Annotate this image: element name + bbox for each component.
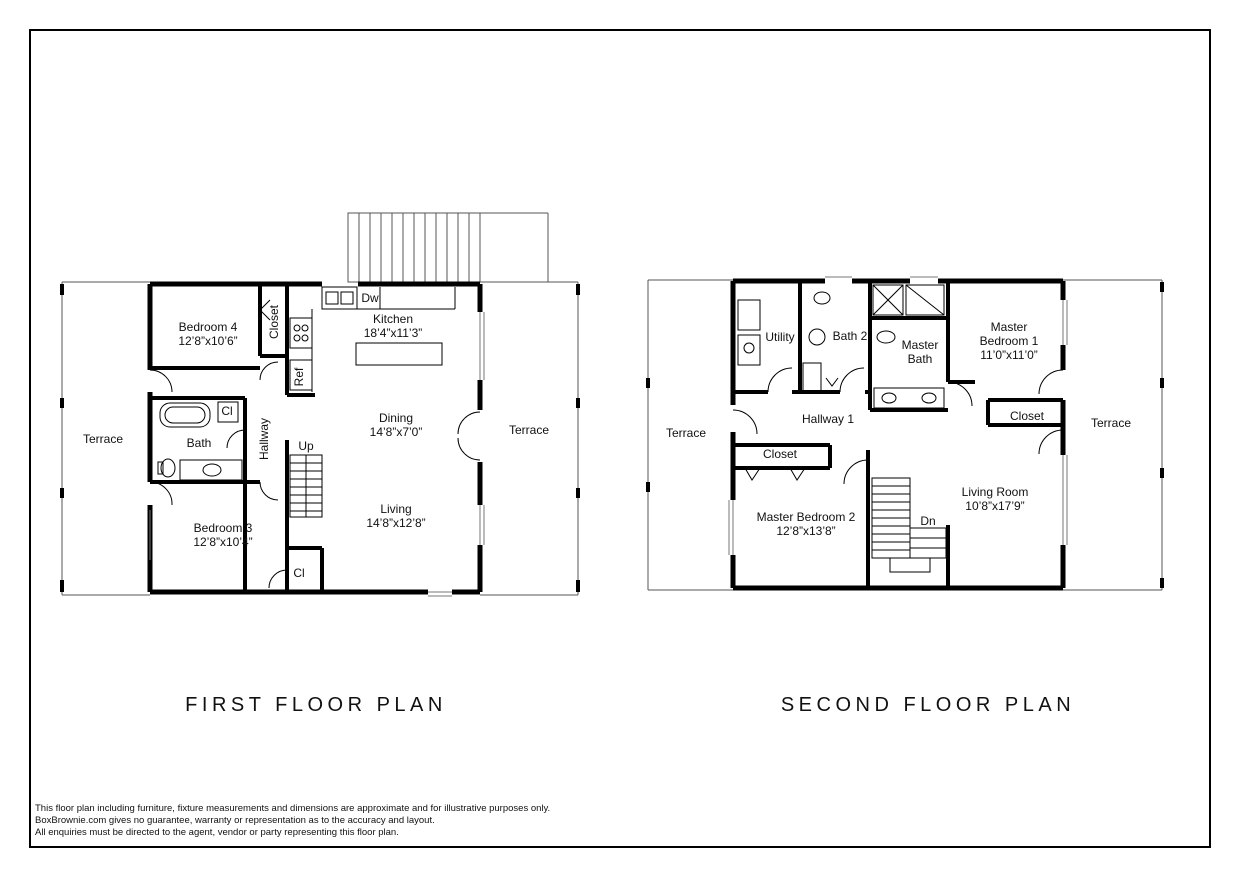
living-label: Living 14’8”x12’8” <box>366 502 425 530</box>
dining-label: Dining 14’8”x7’0” <box>370 411 423 439</box>
second-floor-terrace-right-label: Terrace <box>1090 416 1132 430</box>
living-size: 14’8”x12’8” <box>366 516 426 530</box>
bottom-closet-label: Cl <box>293 566 305 580</box>
disclaimer: This floor plan including furniture, fix… <box>35 803 550 839</box>
disclaimer-line-2: BoxBrownie.com gives no guarantee, warra… <box>35 815 435 826</box>
second-floor-plan-title: SECOND FLOOR PLAN <box>780 694 1076 716</box>
first-floor-kitchen <box>289 286 456 392</box>
second-floor-interior-walls <box>733 281 1063 588</box>
second-floor-plan <box>646 276 1164 591</box>
living-room-size: 10’8”x17’9” <box>965 499 1025 513</box>
bedroom-4-label: Bedroom 4 12’8”x10’6” <box>178 320 237 348</box>
bedroom-4-name: Bedroom 4 <box>178 320 238 334</box>
second-floor-closet-left-label: Closet <box>762 447 798 461</box>
bedroom-3-size: 12’8”x10’4” <box>193 535 253 549</box>
master-bedroom-2-label: Master Bedroom 2 12’8”x13’8” <box>757 510 856 538</box>
first-floor-windows <box>149 312 485 597</box>
master-bath-line-2: Bath <box>907 352 933 366</box>
second-floor-windows <box>728 276 1068 555</box>
master-bedroom-1-size: 11’0”x11’0” <box>980 348 1038 362</box>
page-border <box>29 29 1211 848</box>
master-bedroom-1-label: Master Bedroom 1 11’0”x11’0” <box>980 320 1039 362</box>
dining-size: 14’8”x7’0” <box>369 425 423 439</box>
living-name: Living <box>380 502 412 516</box>
first-floor-terrace-left-label: Terrace <box>82 432 124 446</box>
second-floor-fixtures <box>737 284 945 409</box>
bedroom-3-label: Bedroom 3 12’8”x10’4” <box>193 521 252 549</box>
first-floor-terraces <box>61 212 579 596</box>
first-floor-indoor-stairs <box>289 454 323 518</box>
second-floor-posts <box>646 282 1164 588</box>
first-floor-exterior-walls <box>147 281 483 595</box>
first-floor-posts <box>60 284 580 592</box>
master-bedroom-2-name: Master Bedroom 2 <box>756 510 856 524</box>
master-bedroom-1-line-1: Master <box>990 320 1028 334</box>
living-room-label: Living Room 10’8”x17’9” <box>962 485 1029 513</box>
hallway-label: Hallway <box>257 417 271 461</box>
second-floor-doors <box>732 367 1064 485</box>
stairs-down-label: Dn <box>920 514 936 528</box>
first-floor-terrace-right-label: Terrace <box>508 423 550 437</box>
first-floor-bath-fixtures <box>157 401 243 481</box>
second-floor-terraces <box>647 279 1163 591</box>
disclaimer-line-3: All enquiries must be directed to the ag… <box>35 827 399 838</box>
stairs-up-label: Up <box>298 439 314 453</box>
disclaimer-line-1: This floor plan including furniture, fix… <box>35 803 551 814</box>
bath-2-label: Bath 2 <box>832 329 868 343</box>
master-bath-line-1: Master <box>901 338 939 352</box>
first-floor-doors <box>149 299 481 589</box>
refrigerator-label: Ref <box>292 367 306 387</box>
bath-closet-label: Cl <box>221 404 233 418</box>
master-bedroom-1-line-2: Bedroom 1 <box>979 334 1039 348</box>
kitchen-size: 18’4”x11’3” <box>363 326 423 340</box>
second-floor-stairs <box>871 477 947 573</box>
kitchen-name: Kitchen <box>372 312 414 326</box>
second-floor-closet-right-label: Closet <box>1009 409 1045 423</box>
master-bath-label: Master Bath <box>902 338 939 366</box>
bedroom-4-size: 12’8”x10’6” <box>178 334 238 348</box>
bath-label: Bath <box>186 436 212 450</box>
master-bedroom-2-size: 12’8”x13’8” <box>776 524 836 538</box>
hallway-1-label: Hallway 1 <box>801 412 855 426</box>
first-floor-plan <box>60 212 580 597</box>
first-floor-interior-walls <box>150 284 324 592</box>
kitchen-label: Kitchen 18’4”x11’3” <box>364 312 422 340</box>
bedroom-3-name: Bedroom 3 <box>193 521 253 535</box>
first-floor-closet-label: Closet <box>267 304 281 340</box>
utility-label: Utility <box>765 330 795 344</box>
first-floor-exterior-stairs <box>347 212 481 283</box>
living-room-name: Living Room <box>961 485 1029 499</box>
first-floor-plan-title: FIRST FLOOR PLAN <box>185 694 447 716</box>
second-floor-exterior-walls <box>730 278 1066 591</box>
second-floor-terrace-left-label: Terrace <box>665 426 707 440</box>
dining-name: Dining <box>378 411 414 425</box>
dishwasher-label: Dw <box>361 291 379 305</box>
